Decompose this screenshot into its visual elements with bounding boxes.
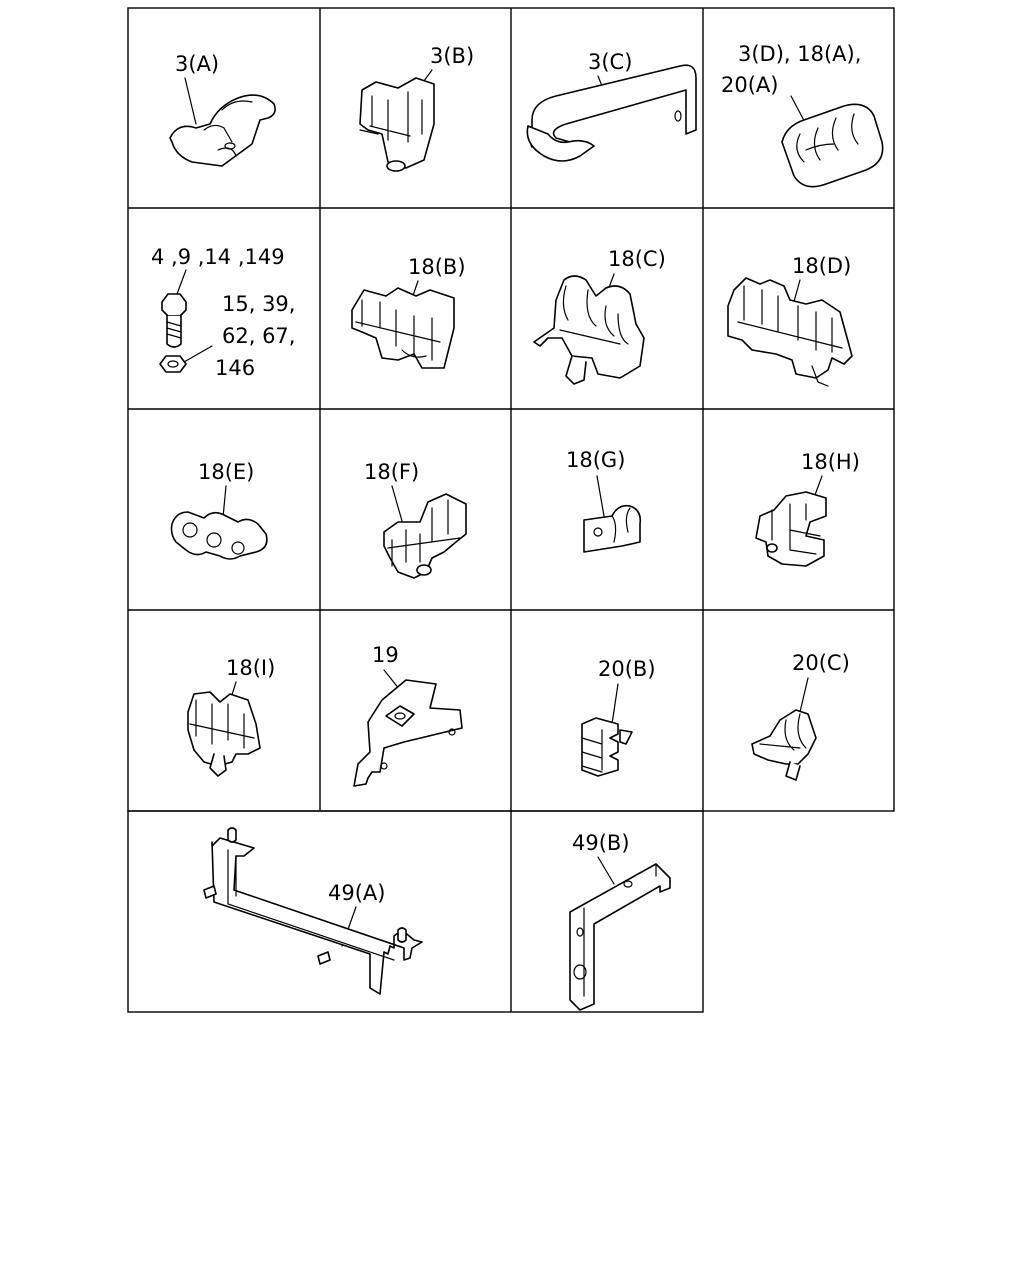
label-3c: 3(C) xyxy=(588,50,632,74)
label-18i: 18(I) xyxy=(226,656,275,680)
part-3c: 3(C) xyxy=(526,50,697,162)
label-18e: 18(E) xyxy=(198,460,254,484)
part-3d: 3(D), 18(A), 20(A) xyxy=(721,42,884,188)
label-bolt-line1: 4 ,9 ,14 ,149 xyxy=(151,245,285,269)
part-bolt-nut: 4 ,9 ,14 ,149 15, 39, 62, 67, 146 xyxy=(151,245,295,380)
part-49b: 49(B) xyxy=(569,831,671,1011)
label-3d-line1: 3(D), 18(A), xyxy=(738,42,861,66)
part-18f: 18(F) xyxy=(364,460,467,579)
label-18h: 18(H) xyxy=(801,450,860,474)
part-18e: 18(E) xyxy=(170,460,268,560)
label-bolt-line3: 62, 67, xyxy=(222,324,295,348)
label-18c: 18(C) xyxy=(608,247,666,271)
label-bolt-line4: 146 xyxy=(215,356,255,380)
label-18f: 18(F) xyxy=(364,460,419,484)
part-18b: 18(B) xyxy=(351,255,466,369)
label-bolt-line2: 15, 39, xyxy=(222,292,295,316)
grid-lines xyxy=(127,7,895,1013)
part-20b: 20(B) xyxy=(581,657,656,777)
part-18h: 18(H) xyxy=(755,450,860,567)
label-19: 19 xyxy=(372,643,399,667)
label-3d-line2: 20(A) xyxy=(721,73,778,97)
label-18g: 18(G) xyxy=(566,448,625,472)
label-20b: 20(B) xyxy=(598,657,656,681)
part-3b: 3(B) xyxy=(359,44,474,172)
part-49a: 49(A) xyxy=(203,827,423,995)
part-18i: 18(I) xyxy=(187,656,275,777)
part-18g: 18(G) xyxy=(566,448,642,553)
label-20c: 20(C) xyxy=(792,651,850,675)
part-20c: 20(C) xyxy=(751,651,850,781)
part-3a: 3(A) xyxy=(169,52,276,167)
part-18d: 18(D) xyxy=(727,254,853,387)
part-19: 19 xyxy=(353,643,463,787)
label-49a: 49(A) xyxy=(328,881,385,905)
part-18c: 18(C) xyxy=(533,247,666,385)
label-49b: 49(B) xyxy=(572,831,630,855)
label-18b: 18(B) xyxy=(408,255,466,279)
label-3a: 3(A) xyxy=(175,52,219,76)
label-3b: 3(B) xyxy=(430,44,474,68)
label-18d: 18(D) xyxy=(792,254,851,278)
